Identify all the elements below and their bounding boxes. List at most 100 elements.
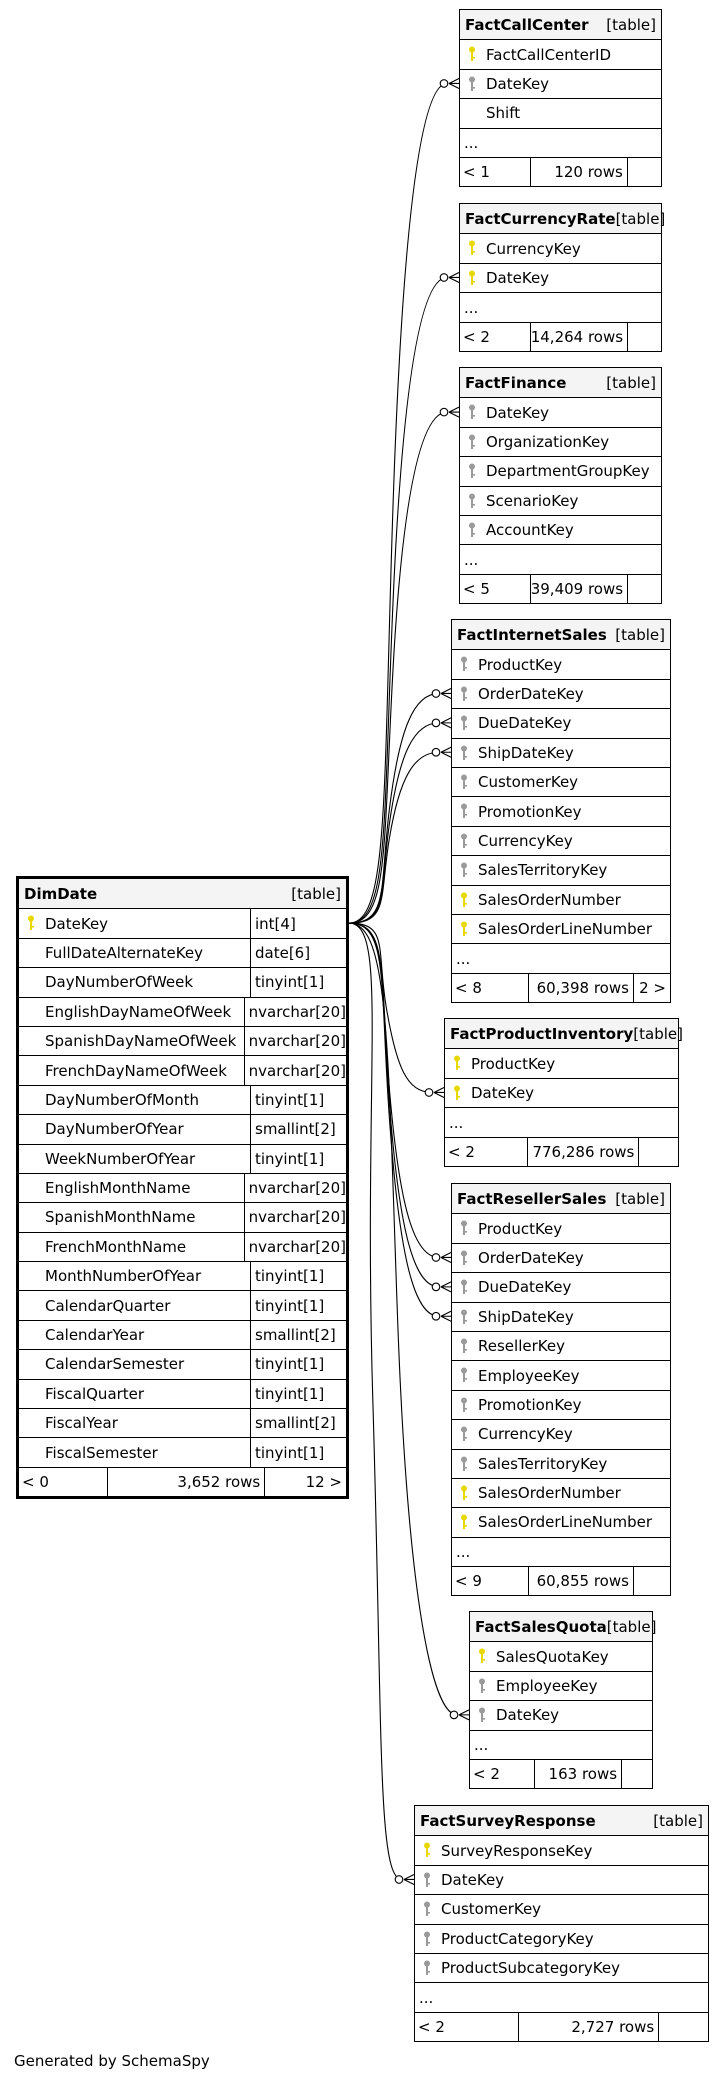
column-row[interactable]: ProductKey <box>452 649 670 678</box>
column-row[interactable]: SalesQuotaKey <box>470 1641 652 1670</box>
parent-count-link[interactable]: < 2 <box>418 2017 445 2036</box>
more-columns-ellipsis[interactable]: ... <box>452 943 670 972</box>
parent-count-link[interactable]: < 2 <box>473 1765 500 1784</box>
parent-count-link[interactable]: < 0 <box>22 1473 49 1491</box>
column-row[interactable]: Shift <box>460 98 661 127</box>
column-row[interactable]: PromotionKey <box>452 1389 670 1419</box>
table-header[interactable]: FactCallCenter [table] <box>460 10 661 40</box>
parent-count-link[interactable]: < 2 <box>448 1142 475 1161</box>
child-count-link[interactable]: 2 > <box>632 973 670 1003</box>
column-row[interactable]: OrderDateKey <box>452 1242 670 1272</box>
more-columns-ellipsis[interactable]: ... <box>460 544 661 573</box>
column-row[interactable]: ScenarioKey <box>460 485 661 515</box>
child-count-link[interactable] <box>658 2012 708 2042</box>
column-row[interactable]: CurrencyKey <box>452 1419 670 1448</box>
parent-count-link[interactable]: < 1 <box>463 163 490 182</box>
column-row[interactable]: DateKey <box>460 68 661 98</box>
column-row[interactable]: SalesOrderLineNumber <box>452 913 670 943</box>
column-row[interactable]: SalesOrderNumber <box>452 884 670 914</box>
child-count-link[interactable] <box>632 1567 670 1596</box>
table-header[interactable]: FactFinance [table] <box>460 368 661 398</box>
parent-count-link[interactable]: < 2 <box>463 327 490 346</box>
child-count-link[interactable] <box>627 322 661 351</box>
table-header[interactable]: FactCurrencyRate [table] <box>460 204 665 234</box>
child-count-link[interactable]: 12 > <box>264 1467 346 1497</box>
column-row[interactable]: CurrencyKey <box>452 825 670 855</box>
column-row[interactable]: SalesTerritoryKey <box>452 1448 670 1478</box>
column-row[interactable]: DateKey <box>470 1700 652 1729</box>
child-count-link[interactable] <box>626 157 661 187</box>
child-count-link[interactable] <box>638 1137 678 1166</box>
column-row[interactable]: DepartmentGroupKey <box>460 456 661 485</box>
column-row[interactable]: ProductKey <box>445 1048 678 1077</box>
column-row[interactable]: EmployeeKey <box>452 1360 670 1389</box>
column-row[interactable]: OrderDateKey <box>452 678 670 708</box>
column-row[interactable]: CustomerKey <box>415 1894 708 1923</box>
table-header[interactable]: FactSurveyResponse [table] <box>415 1806 708 1836</box>
column-row[interactable]: SurveyResponseKey <box>415 1835 708 1864</box>
child-count-link[interactable] <box>621 1759 652 1789</box>
more-columns-ellipsis[interactable]: ... <box>445 1107 678 1136</box>
column-row[interactable]: SalesOrderLineNumber <box>452 1507 670 1536</box>
table-header[interactable]: FactProductInventory [table] <box>445 1019 683 1049</box>
more-columns-ellipsis[interactable]: ... <box>452 1536 670 1566</box>
column-row[interactable]: DateKey <box>415 1864 708 1894</box>
child-count-link[interactable] <box>627 574 661 604</box>
table-header[interactable]: DimDate [table] <box>19 879 346 909</box>
column-row[interactable]: CurrencyKey <box>460 233 661 262</box>
column-row[interactable]: ShipDateKey <box>452 737 670 767</box>
table-factsurveyresponse[interactable]: FactSurveyResponse [table] SurveyRespons… <box>414 1805 709 2043</box>
column-row[interactable]: DateKey <box>460 397 661 426</box>
more-columns-ellipsis[interactable]: ... <box>470 1729 652 1759</box>
table-header[interactable]: FactSalesQuota [table] <box>470 1612 656 1642</box>
more-columns-ellipsis[interactable]: ... <box>460 127 661 157</box>
column-row[interactable]: DateKey <box>445 1077 678 1107</box>
parent-count-link[interactable]: < 8 <box>455 978 482 997</box>
column-row[interactable]: ShipDateKey <box>452 1301 670 1331</box>
column-row[interactable]: PromotionKey <box>452 796 670 825</box>
column-row[interactable]: ProductSubcategoryKey <box>415 1952 708 1982</box>
column-row[interactable]: EmployeeKey <box>470 1670 652 1700</box>
table-header[interactable]: FactInternetSales [table] <box>452 620 670 650</box>
column-row[interactable]: ProductCategoryKey <box>415 1923 708 1953</box>
column-row[interactable]: SalesTerritoryKey <box>452 855 670 884</box>
column-row[interactable]: FactCallCenterID <box>460 39 661 68</box>
column-row[interactable]: ProductKey <box>452 1213 670 1242</box>
column-row[interactable]: DueDateKey <box>452 1272 670 1301</box>
parent-count-link[interactable]: < 9 <box>455 1572 482 1591</box>
column-row[interactable]: ResellerKey <box>452 1330 670 1360</box>
column-row[interactable]: AccountKey <box>460 514 661 544</box>
table-header[interactable]: FactResellerSales [table] <box>452 1184 670 1214</box>
column-row[interactable]: OrganizationKey <box>460 426 661 456</box>
more-columns-ellipsis[interactable]: ... <box>415 1982 708 2011</box>
parent-count-link[interactable]: < 5 <box>463 579 490 598</box>
more-columns-ellipsis[interactable]: ... <box>460 292 661 321</box>
column-row[interactable]: DateKey <box>460 262 661 292</box>
